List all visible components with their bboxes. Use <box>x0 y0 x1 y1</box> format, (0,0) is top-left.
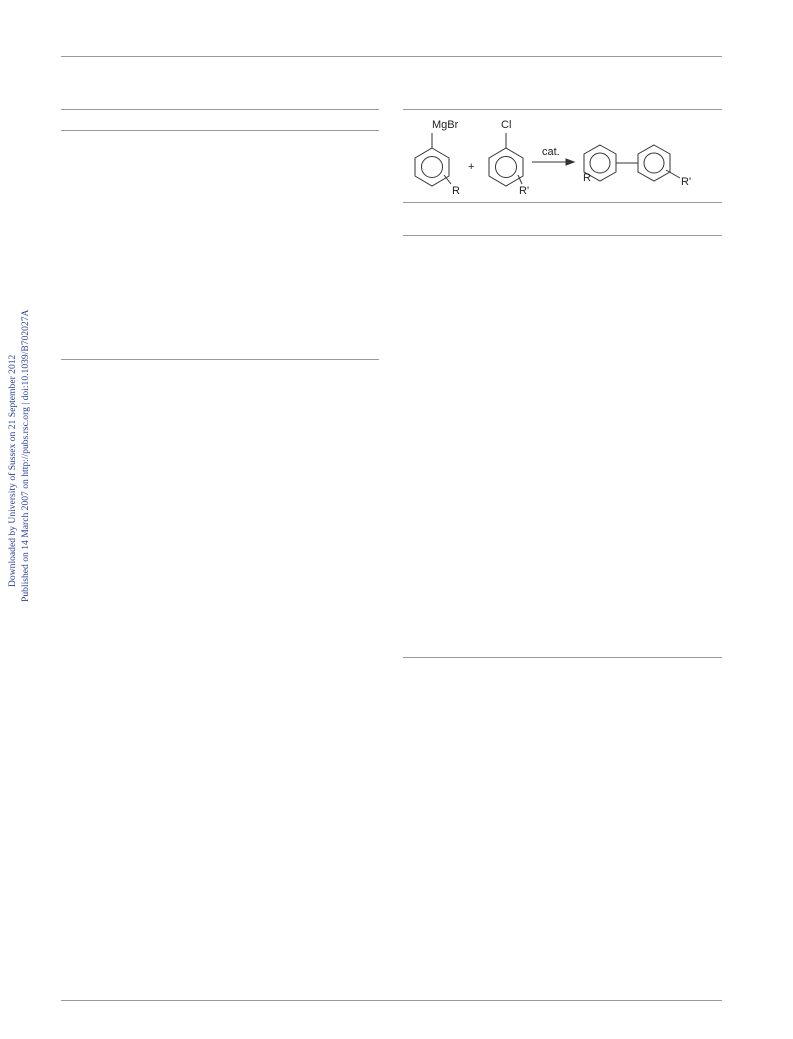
product-r-label: R <box>583 172 591 184</box>
aryl-chloride-structure: Cl R' <box>488 119 529 197</box>
left-table-top-rule <box>61 109 379 110</box>
download-margin-note: Downloaded by University of Sussex on 21… <box>4 276 38 604</box>
mgbr-label: MgBr <box>432 119 459 131</box>
published-note-line: Published on 14 March 2007 on http://pub… <box>20 309 31 602</box>
right-table-top-rule <box>403 235 722 236</box>
left-table-head-rule <box>61 130 379 131</box>
download-note-line: Downloaded by University of Sussex on 21… <box>7 354 18 587</box>
product-r-prime-label: R' <box>681 176 691 188</box>
biaryl-product-structure: R R' <box>583 144 691 188</box>
reaction-scheme: MgBr R + Cl R' cat. R <box>404 112 722 202</box>
cl-label: Cl <box>501 119 511 131</box>
aryl-grignard-structure: MgBr R <box>414 119 460 197</box>
r-substituent-label: R <box>452 185 460 197</box>
reaction-arrow: cat. <box>532 146 576 166</box>
right-table-bottom-rule <box>403 657 722 658</box>
plus-sign: + <box>468 161 474 173</box>
scheme-bottom-rule <box>403 202 722 203</box>
header-rule <box>61 56 722 57</box>
left-table-bottom-rule <box>61 359 379 360</box>
footer-rule <box>61 1000 722 1001</box>
r-prime-substituent-label: R' <box>519 185 529 197</box>
scheme-top-rule <box>403 109 722 110</box>
catalyst-label: cat. <box>542 146 560 158</box>
